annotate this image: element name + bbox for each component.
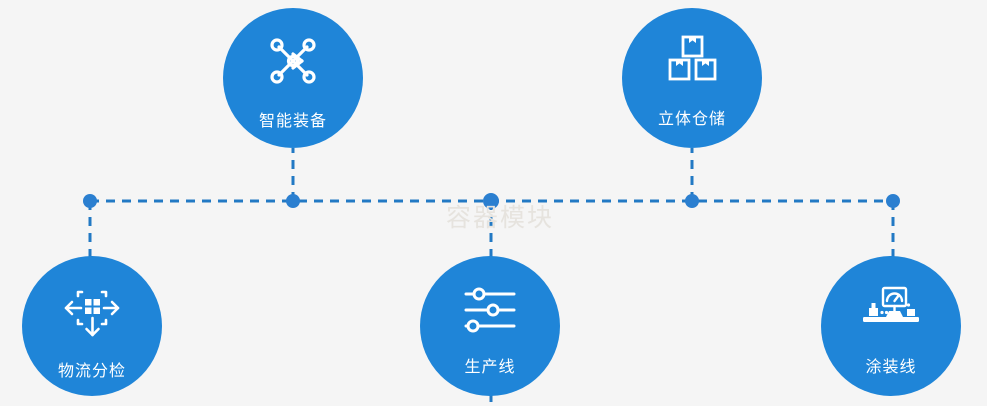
node-label: 智能装备 [258,113,327,130]
node-label: 立体仓储 [657,111,726,128]
node-stereo-storage[interactable]: 立体仓储 [622,8,762,148]
sliders-icon [462,286,518,339]
sorting-arrows-icon [64,286,120,343]
junction-dot-intelligent-equipment [286,194,300,208]
junction-dot-logistics-sorting [83,194,97,208]
stacked-boxes-icon [665,34,719,91]
junction-dot-production-line [483,193,499,209]
paint-booth-monitor-icon [861,286,921,339]
junction-dot-painting-line [886,194,900,208]
node-label: 涂装线 [865,359,917,376]
node-label: 物流分检 [57,363,126,380]
node-logistics-sorting[interactable]: 物流分检 [22,256,162,396]
node-production-line[interactable]: 生产线 [420,256,560,396]
network-nodes-icon [266,34,320,93]
node-painting-line[interactable]: 涂装线 [821,256,961,396]
node-label: 生产线 [464,359,516,376]
node-intelligent-equipment[interactable]: 智能装备 [223,8,363,148]
junction-dot-stereo-storage [685,194,699,208]
